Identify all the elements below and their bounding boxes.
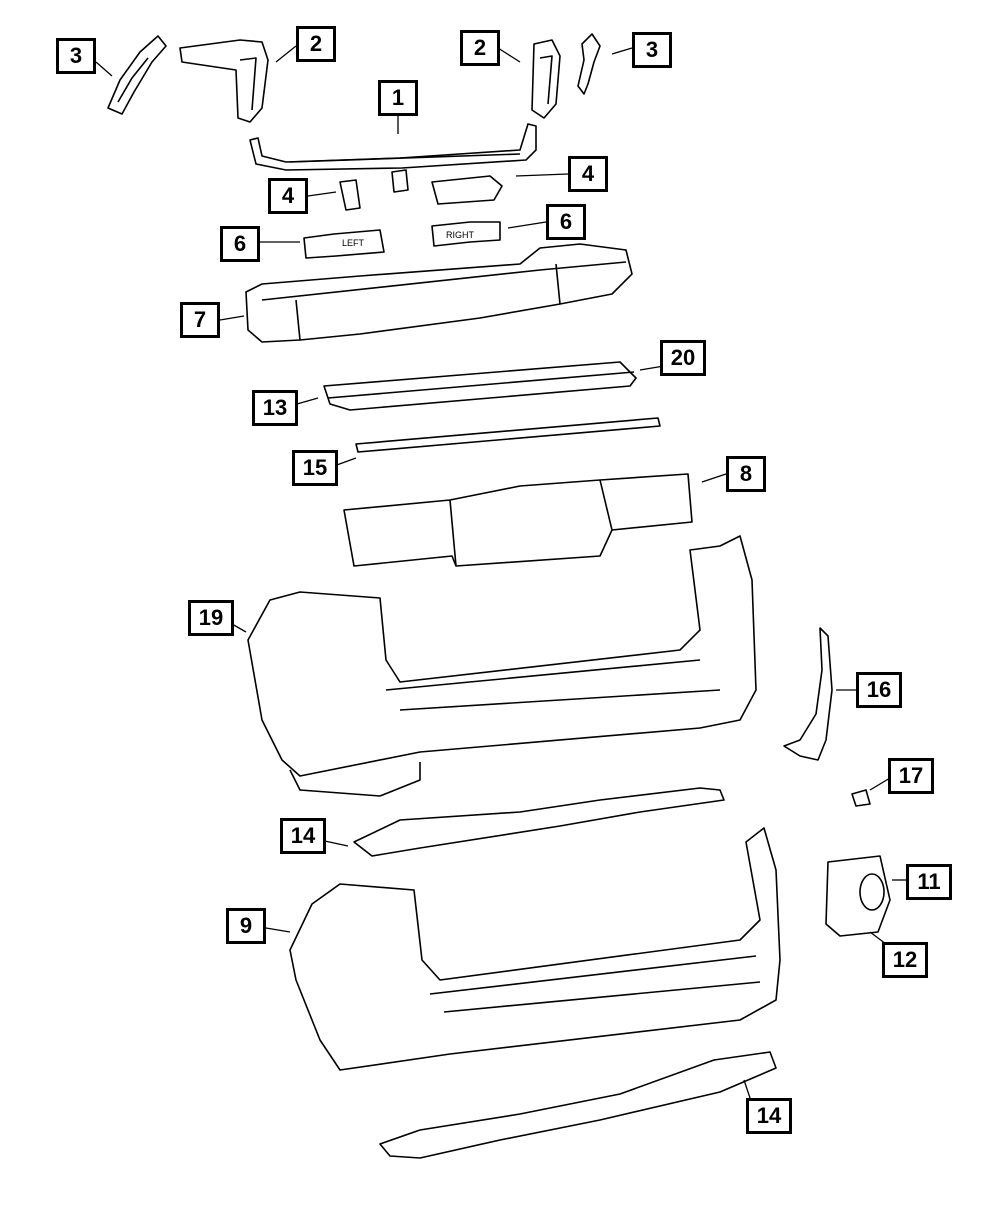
callout-14-upper: 14	[280, 818, 326, 854]
callout-19: 19	[188, 600, 234, 636]
part-7-energy-absorber	[245, 243, 633, 343]
part-17-clip	[851, 789, 871, 807]
part-8-applique	[343, 473, 693, 567]
part-15-retainer-strip	[355, 417, 661, 453]
part-4-right-shield	[431, 175, 503, 205]
leader-lines	[95, 45, 908, 1105]
callout-8: 8	[726, 456, 766, 492]
part-2-right-bracket	[531, 39, 561, 119]
callout-16: 16	[856, 672, 902, 708]
callout-14-lower: 14	[746, 1098, 792, 1134]
part-11-lamp-bezel	[825, 855, 891, 937]
part-13-step-pad	[323, 361, 637, 411]
callout-2-left: 2	[296, 26, 336, 62]
part-1-reinforcement-bar	[249, 123, 537, 171]
part-19-fascia-upper	[247, 535, 757, 797]
callout-7: 7	[180, 302, 220, 338]
part-6-left-absorber	[303, 229, 385, 259]
callout-4-left: 4	[268, 178, 308, 214]
part-4-left-bracket	[339, 169, 409, 211]
callout-1: 1	[378, 80, 418, 116]
callout-3-left: 3	[56, 38, 96, 74]
callout-4-right: 4	[568, 156, 608, 192]
part-6-right-absorber	[431, 221, 501, 247]
callout-3-right: 3	[632, 32, 672, 68]
part-16-side-trim	[783, 627, 833, 761]
part-3-right-bracket	[577, 33, 601, 95]
callout-17: 17	[888, 758, 934, 794]
callout-13: 13	[252, 390, 298, 426]
part-9-fascia-lower	[289, 827, 781, 1071]
left-absorber-label: LEFT	[342, 238, 365, 248]
part-14-upper-skid-plate	[353, 787, 725, 857]
callout-11: 11	[906, 864, 952, 900]
callout-12: 12	[882, 942, 928, 978]
part-3-left-bracket	[107, 35, 167, 115]
right-absorber-label: RIGHT	[446, 230, 475, 240]
callout-9: 9	[226, 908, 266, 944]
part-2-left-bracket	[179, 39, 269, 123]
callout-6-right: 6	[546, 204, 586, 240]
part-14-lower-skid-plate	[379, 1051, 777, 1159]
callout-2-right: 2	[460, 30, 500, 66]
callout-6-left: 6	[220, 226, 260, 262]
callout-20: 20	[660, 340, 706, 376]
callout-15: 15	[292, 450, 338, 486]
